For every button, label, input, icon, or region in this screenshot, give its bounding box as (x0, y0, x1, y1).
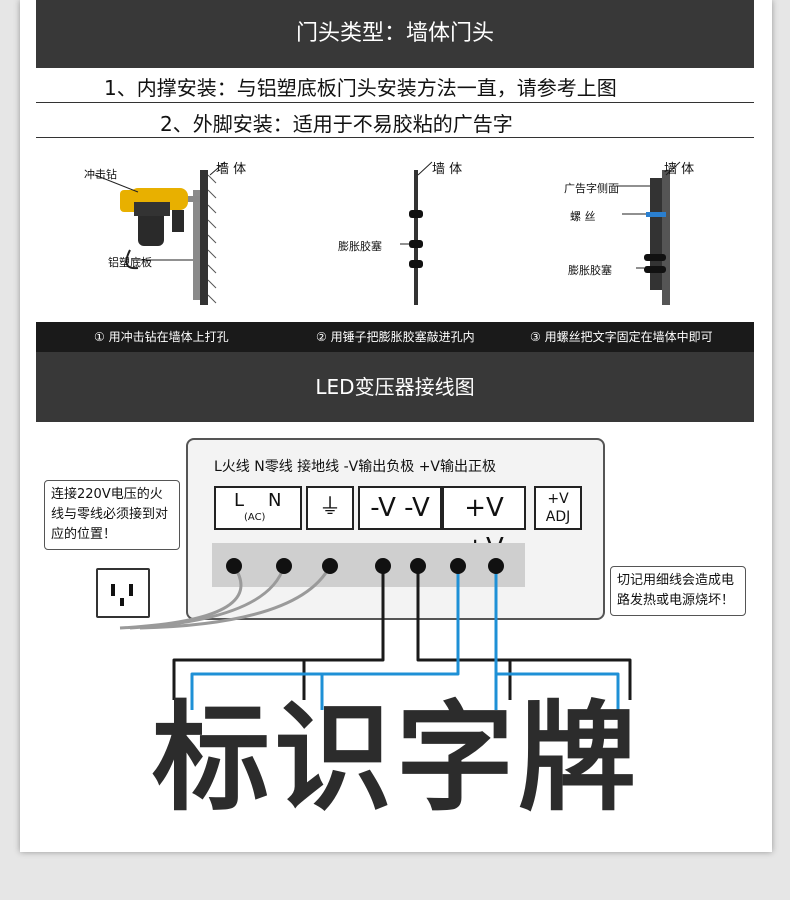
steps-bar: ① 用冲击钻在墙体上打孔 ② 用锤子把膨胀胶塞敲进孔内 ③ 用螺丝把文字固定在墙… (36, 322, 754, 352)
divider (36, 102, 754, 103)
step-2: ② 用锤子把膨胀胶塞敲进孔内 (316, 330, 475, 344)
minus-v-box: -V -V (358, 486, 442, 530)
header-led-wiring: LED变压器接线图 (36, 352, 754, 422)
divider (36, 137, 754, 138)
wiring-diagram (119, 558, 632, 710)
drill-diagram (94, 161, 226, 305)
power-outlet-icon (96, 568, 150, 618)
adj-box: +V ADJ (534, 486, 582, 530)
step-1: ① 用冲击钻在墙体上打孔 (94, 330, 229, 344)
plug-diagram (400, 161, 433, 305)
terminal-labels: L火线 N零线 接地线 -V输出负极 +V输出正极 (214, 459, 497, 475)
board-label: 铝塑底板 (108, 256, 152, 269)
wall-label: 墙 体 (432, 162, 463, 177)
instruction-card: 门头类型：墙体门头 1、内撑安装：与铝塑底板门头安装方法一直，请参考上图 2、外… (20, 0, 772, 852)
screw-label: 螺 丝 (570, 210, 596, 223)
screw-diagram (616, 161, 681, 305)
wall-label: 墙 体 (216, 162, 247, 177)
plug-label: 膨胀胶塞 (338, 240, 382, 253)
adj-top-label: +V (547, 491, 569, 507)
terminal-strip (212, 543, 525, 587)
sign-side-label: 广告字侧面 (564, 182, 619, 195)
drill-label: 冲击钻 (84, 168, 117, 181)
ground-icon: ⏚ (306, 486, 354, 530)
l-label: L (234, 490, 245, 511)
note-mains-wiring: 连接220V电压的火线与零线必须接到对应的位置！ (44, 480, 180, 550)
step-3: ③ 用螺丝把文字固定在墙体中即可 (530, 330, 713, 344)
note-thin-wire-warning: 切记用细线会造成电路发热或电源烧坏！ (610, 566, 746, 616)
plug-label: 膨胀胶塞 (568, 264, 612, 277)
install-method-2: 2、外脚安装：适用于不易胶粘的广告字 (160, 112, 513, 136)
sign-letters: 标识字牌 (151, 689, 640, 827)
ac-label: (AC) (244, 512, 266, 523)
wall-label: 墙 体 (664, 162, 695, 177)
install-method-1: 1、内撑安装：与铝塑底板门头安装方法一直，请参考上图 (104, 76, 617, 100)
ln-terminal-box: L N (AC) (214, 486, 302, 530)
adj-bottom-label: ADJ (545, 509, 571, 525)
n-label: N (268, 490, 282, 511)
header-wall-signage: 门头类型：墙体门头 (36, 0, 754, 68)
